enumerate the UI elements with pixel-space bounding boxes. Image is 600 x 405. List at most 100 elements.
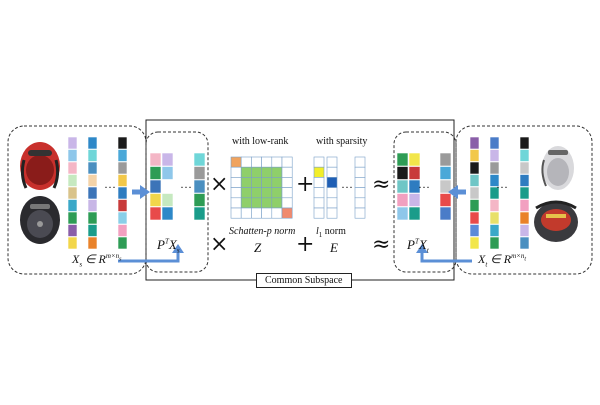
lowrank-z-cell <box>251 197 262 209</box>
sparse-e-cell <box>326 207 338 219</box>
feature-cell <box>87 136 98 150</box>
feature-cell <box>519 224 530 237</box>
lowrank-z-cell <box>230 207 242 219</box>
lowrank-z-cell <box>240 187 252 199</box>
source-projection-cell <box>161 179 174 194</box>
target-projection-group <box>393 131 457 273</box>
target-projection-cell <box>439 152 452 167</box>
feature-cell <box>117 161 128 175</box>
target-projection-cell <box>396 179 409 194</box>
feature-cell <box>67 211 78 225</box>
feature-cell <box>67 186 78 200</box>
feature-cell <box>117 211 128 225</box>
lowrank-z-cell <box>281 166 293 178</box>
lowrank-z-cell <box>261 156 273 168</box>
lowrank-z-cell <box>251 207 262 219</box>
source-domain-group <box>7 125 147 275</box>
lowrank-z-cell <box>281 197 293 209</box>
target-projection-cell <box>408 179 421 194</box>
feature-cell <box>67 136 78 150</box>
sparse-e-cell <box>354 166 366 178</box>
target-set-label: Xt ∈ Rm×nt <box>478 252 527 269</box>
lowrank-z-cell <box>281 156 293 168</box>
feature-cell <box>489 186 500 200</box>
lowrank-z-cell <box>240 166 252 178</box>
target-projection-cell <box>408 206 421 221</box>
source-projection-cell <box>161 166 174 180</box>
l1-norm-label: l1 norm <box>316 226 346 239</box>
feature-cell <box>469 174 480 187</box>
sparse-e-cell <box>313 177 325 188</box>
feature-cell <box>489 199 500 212</box>
sparse-e-cell <box>313 207 325 219</box>
approx-symbol-top: ≈ <box>372 172 391 197</box>
feature-cell <box>87 174 98 187</box>
feature-cell <box>469 224 480 237</box>
sparse-e-cell <box>326 166 338 178</box>
approx-symbol-bottom: ≈ <box>372 232 391 257</box>
target-projection-cell <box>408 166 421 180</box>
feature-cell <box>519 161 530 175</box>
source-to-projection-arrow <box>132 185 150 199</box>
target-projection-cell <box>396 193 409 207</box>
lowrank-z-cell <box>261 207 273 219</box>
feature-cell <box>469 236 480 250</box>
lowrank-z-cell <box>251 166 262 178</box>
feature-cell <box>117 199 128 212</box>
source-projection-cell <box>149 193 162 207</box>
source-projection-cell <box>161 193 174 207</box>
sparse-e-cell <box>354 156 366 168</box>
target-to-projection-arrow <box>448 185 466 199</box>
target-projection-cell <box>439 166 452 180</box>
times-symbol-bottom: × <box>210 232 229 257</box>
target-projection-cell <box>439 206 452 221</box>
feature-cell <box>489 224 500 237</box>
target-projection-cell <box>396 152 409 167</box>
lowrank-z-cell <box>240 197 252 209</box>
feature-cell <box>67 161 78 175</box>
target-set-arrow <box>416 244 472 263</box>
feature-cell <box>87 211 98 225</box>
target-projection-label: PTXt <box>407 237 429 255</box>
feature-cell <box>87 186 98 200</box>
source-columns-ellipsis: ··· <box>104 180 116 194</box>
feature-cell <box>117 149 128 162</box>
lowrank-z-cell <box>271 156 283 168</box>
target-projection-cell <box>439 193 452 207</box>
feature-cell <box>469 186 480 200</box>
source-set-arrow <box>118 244 184 263</box>
sparse-e-cell <box>326 187 338 199</box>
source-projection-cell <box>193 179 206 194</box>
z-symbol: Z <box>254 240 262 255</box>
source-projection-cell <box>161 206 174 221</box>
sparse-e-cell <box>313 187 325 199</box>
feature-cell <box>67 236 78 250</box>
source-projection-cell <box>149 179 162 194</box>
source-projection-cell <box>193 193 206 207</box>
lowrank-z-cell <box>230 197 242 209</box>
feature-cell <box>519 149 530 162</box>
open-backpack-image <box>534 200 578 242</box>
feature-cell <box>469 136 480 150</box>
lowrank-z-cell <box>251 177 262 188</box>
feature-cell <box>469 149 480 162</box>
source-set-label: Xs ∈ Rm×ns <box>72 252 122 269</box>
feature-cell <box>519 236 530 250</box>
feature-cell <box>489 211 500 225</box>
plus-symbol-top: + <box>296 172 315 197</box>
feature-cell <box>489 236 500 250</box>
sparsity-label: with sparsity <box>316 136 368 147</box>
lowrank-label: with low-rank <box>232 136 289 147</box>
feature-cell <box>67 149 78 162</box>
schatten-norm-label: Schatten-p norm <box>229 226 295 237</box>
feature-cell <box>87 236 98 250</box>
feature-columns <box>67 136 530 250</box>
feature-cell <box>87 199 98 212</box>
feature-cell <box>117 236 128 250</box>
lowrank-z-cell <box>240 207 252 219</box>
lowrank-z-cell <box>281 187 293 199</box>
times-symbol-top: × <box>210 172 229 197</box>
sparse-e-cell <box>326 156 338 168</box>
